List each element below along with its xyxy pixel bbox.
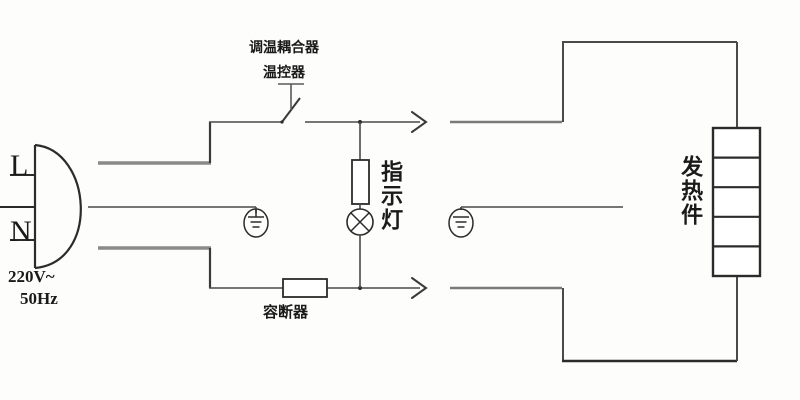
heating-element-symbol (711, 126, 762, 278)
thermostat-switch-symbol[interactable] (278, 83, 304, 124)
wire-top-rail (305, 111, 428, 133)
wire-live-from-plug (98, 121, 282, 165)
wire-earth-from-plug (88, 206, 257, 213)
fuse-symbol (282, 278, 328, 298)
resistor-symbol (351, 159, 370, 205)
wire-heater-bottom (450, 276, 738, 363)
label-supply-frequency: 50Hz (20, 289, 58, 308)
label-thermostat: 温控器 (263, 65, 305, 81)
label-heating-element: 发热件 (677, 155, 703, 227)
label-supply-voltage: 220V~ (8, 267, 55, 286)
wire-neutral-from-plug (98, 246, 283, 289)
label-line-neutral: N (10, 215, 32, 248)
mains-plug-symbol (0, 143, 82, 270)
label-fuse: 容断器 (263, 303, 309, 321)
label-indicator-lamp: 指示灯 (377, 160, 403, 232)
earth-ground-plug-icon (243, 208, 269, 238)
label-coupler: 调温耦合器 (249, 40, 319, 56)
wire-heater-top (450, 41, 738, 128)
indicator-lamp-branch (346, 122, 374, 288)
label-line-live: L (10, 149, 29, 182)
earth-ground-load-icon (448, 207, 474, 238)
